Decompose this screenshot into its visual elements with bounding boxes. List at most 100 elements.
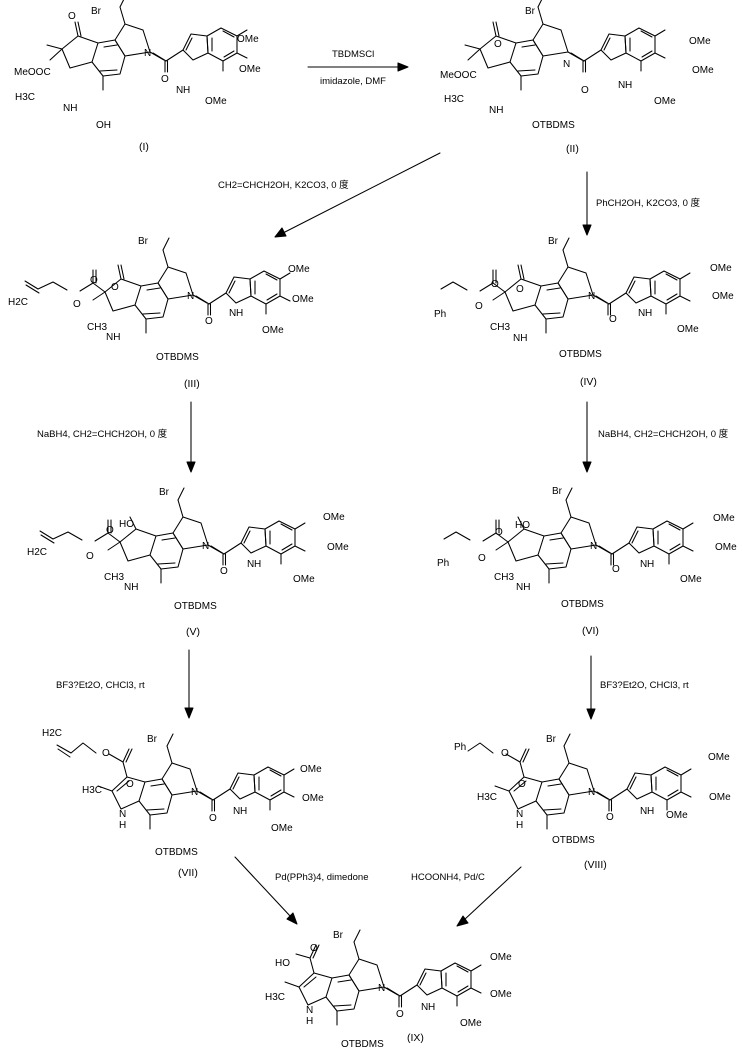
amide-n: N <box>563 59 570 70</box>
arrow-r4: NaBH4, CH2=CHCH2OH, 0 度 <box>37 401 196 473</box>
carbonyl-o: O <box>209 813 217 824</box>
compound-label: (IV) <box>580 376 597 388</box>
indole-h: H <box>183 85 190 96</box>
indole-h: H <box>254 559 261 570</box>
methyl-label: CH3 <box>494 572 514 583</box>
ome-1: OMe <box>323 512 345 523</box>
r1-reagent: TBDMSCl <box>332 49 374 60</box>
halo-label: Br <box>548 236 559 247</box>
carbonyl-o: O <box>606 812 614 823</box>
indole-h: H <box>240 806 247 817</box>
compound-IX: Br HO O H3C N H OTBDMS N O N H OMe OMe O… <box>265 929 512 1050</box>
arrow-r3: PhCH2OH, K2CO3, 0 度 <box>582 171 701 236</box>
compound-V: Br HO O O H2C CH3 NH OTBDMS N O N H OMe … <box>27 487 349 638</box>
arrow-r2: CH2=CHCH2OH, K2CO3, 0 度 <box>218 152 441 238</box>
ketone-o: O <box>494 39 502 50</box>
ome-3: OMe <box>271 823 293 834</box>
nh-label: NH <box>124 582 138 593</box>
arrow-r8: Pd(PPh3)4, dimedone <box>234 856 368 925</box>
methyl-label: CH3 <box>104 572 124 583</box>
ester-o2: O <box>475 301 483 312</box>
compound-I: Br O MeOOC H3C NH OH N O H N OMe OMe OMe… <box>14 0 261 153</box>
ome-2: OMe <box>692 65 714 76</box>
ester-head: Ph <box>454 742 466 753</box>
nh-label: NH <box>516 582 530 593</box>
ome-2: OMe <box>327 542 349 553</box>
ketone-o: O <box>516 284 524 295</box>
halo-label: Br <box>333 930 344 941</box>
ring-sub-label: OTBDMS <box>559 349 602 360</box>
ome-1: OMe <box>713 513 735 524</box>
ome-3: OMe <box>677 324 699 335</box>
ome-1: OMe <box>237 34 259 45</box>
halo-label: Br <box>138 236 149 247</box>
compound-label: (VIII) <box>584 859 607 871</box>
ome-3: OMe <box>666 810 688 821</box>
carbonyl-o: O <box>609 314 617 325</box>
ester-o: O <box>102 748 110 759</box>
ring-sub-label: OTBDMS <box>341 1039 384 1050</box>
ester-o: O <box>90 275 98 286</box>
r8-conditions: Pd(PPh3)4, dimedone <box>275 872 368 883</box>
amide-n: N <box>202 541 209 552</box>
ome-2: OMe <box>490 989 512 1000</box>
r6-conditions: BF3?Et2O, CHCl3, rt <box>56 680 145 691</box>
carbonyl-o: O <box>581 85 589 96</box>
ome-1: OMe <box>300 764 322 775</box>
compound-label: (VI) <box>582 625 599 637</box>
indole-n: N <box>638 308 645 319</box>
carbonyl-o: O <box>396 1009 404 1020</box>
ring-sub-label: OTBDMS <box>174 601 217 612</box>
compound-II: Br O MeOOC H3C NH OTBDMS N O N H OMe OMe… <box>440 0 714 155</box>
halo-label: Br <box>552 486 563 497</box>
compound-label: (II) <box>566 143 579 155</box>
ome-1: OMe <box>708 752 730 763</box>
ester-head: H2C <box>8 297 28 308</box>
nh-label: N <box>119 809 126 820</box>
methyl-label: CH3 <box>490 322 510 333</box>
nh-label: NH <box>513 333 527 344</box>
ome-1: OMe <box>689 36 711 47</box>
carbonyl-o: O <box>205 316 213 327</box>
indole-h: H <box>625 80 632 91</box>
indole-h: H <box>647 559 654 570</box>
ring-sub-label: OTBDMS <box>532 120 575 131</box>
indole-h: H <box>647 806 654 817</box>
compound-label: (IX) <box>407 1032 424 1044</box>
methyl-label: H3C <box>82 785 102 796</box>
carbonyl-o: O <box>612 564 620 575</box>
ester-o2: O <box>126 779 134 790</box>
acid-o: O <box>310 943 318 954</box>
halo-label: Br <box>147 734 158 745</box>
r5-conditions: NaBH4, CH2=CHCH2OH, 0 度 <box>598 428 729 440</box>
compound-III: Br O O O H2C CH3 NH OTBDMS N O N H OMe O… <box>8 236 314 390</box>
nh-h: H <box>119 820 126 831</box>
ester-o: O <box>501 748 509 759</box>
compound-label: (VII) <box>178 867 198 879</box>
indole-n: N <box>247 559 254 570</box>
r7-conditions: BF3?Et2O, CHCl3, rt <box>600 680 689 691</box>
nh-label: NH <box>489 105 503 116</box>
ester-head: H2C <box>42 728 62 739</box>
compound-VI: Br HO O O Ph CH3 NH OTBDMS N O N H OMe O… <box>437 486 737 637</box>
nh-label: N <box>516 809 523 820</box>
carbonyl-o: O <box>161 74 169 85</box>
arrow-r6: BF3?Et2O, CHCl3, rt <box>56 649 194 719</box>
methyl-label: H3C <box>477 792 497 803</box>
ome-2: OMe <box>292 294 314 305</box>
ome-2: OMe <box>712 291 734 302</box>
ketone-o: O <box>111 282 119 293</box>
methyl-label: H3C <box>444 94 464 105</box>
ester-o: O <box>495 527 503 538</box>
ester-o: O <box>491 279 499 290</box>
ome-1: OMe <box>490 952 512 963</box>
ester-o2: O <box>86 551 94 562</box>
ome-1: OMe <box>288 264 310 275</box>
ester-o: O <box>106 525 114 536</box>
nh-h: H <box>306 1016 313 1027</box>
ester-o2: O <box>478 553 486 564</box>
indole-n: N <box>233 806 240 817</box>
ome-2: OMe <box>302 793 324 804</box>
halo-label: Br <box>546 734 557 745</box>
